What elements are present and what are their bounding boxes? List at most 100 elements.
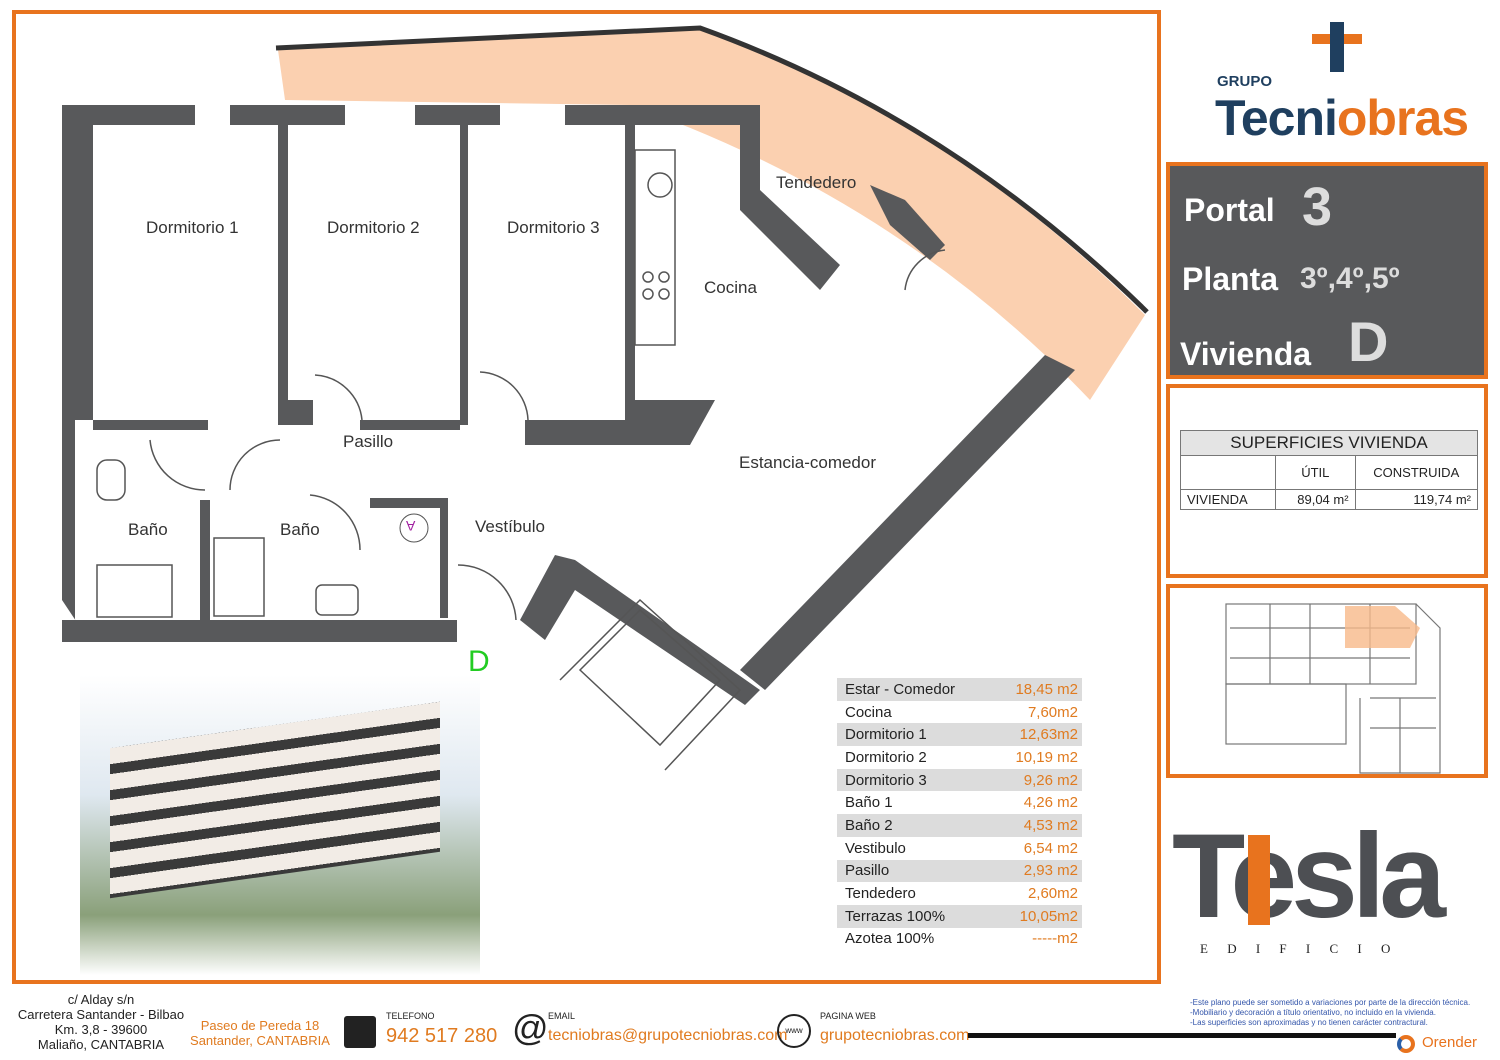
area-row: Baño 2 4,53 m2: [837, 814, 1082, 837]
unit-info-box: Portal 3 Planta 3º,4º,5º Vivienda D: [1166, 162, 1488, 379]
area-value: 4,53 m2: [1023, 816, 1078, 834]
room-vestibulo: Vestíbulo: [475, 517, 545, 536]
tesla-sub: E D I F I C I O: [1200, 941, 1399, 956]
brand-name: Tecniobras: [1215, 90, 1469, 146]
vivienda-label: Vivienda: [1180, 336, 1312, 372]
room-cocina: Cocina: [704, 278, 757, 297]
area-value: 7,60m2: [1027, 703, 1078, 721]
plan-frame: [12, 10, 1161, 984]
walls: [62, 105, 1075, 705]
office-address: Paseo de Pereda 18 Santander, CANTABRIA: [190, 1018, 330, 1048]
terrace: [278, 30, 1145, 400]
entrance-mark: D: [468, 645, 490, 678]
tel-label: TELEFONO: [386, 1011, 435, 1021]
brand-name-b: obras: [1336, 90, 1469, 146]
phone-icon: [344, 1016, 376, 1048]
area-value: 4,26 m2: [1023, 794, 1078, 812]
addr-line: Km. 3,8 - 39600: [54, 1022, 148, 1037]
disclaimer: -Este plano puede ser sometido a variaci…: [1190, 998, 1470, 1028]
portal-label: Portal: [1184, 192, 1275, 228]
area-name: Cocina: [845, 703, 892, 721]
col-util: ÚTIL: [1275, 455, 1356, 490]
address: c/ Alday s/n Carretera Santander - Bilba…: [15, 992, 187, 1052]
email-icon: @: [512, 1007, 549, 1048]
room-dormitorio-3: Dormitorio 3: [507, 218, 600, 237]
area-value: 6,54 m2: [1023, 839, 1078, 857]
vivienda-value: D: [1348, 310, 1389, 373]
room-dormitorio-1: Dormitorio 1: [146, 218, 239, 237]
key-plan: [1225, 603, 1441, 774]
area-value: -----m2: [1032, 930, 1078, 948]
room-bano-1: Baño: [128, 520, 168, 539]
area-name: Terrazas 100%: [845, 907, 946, 925]
tel-value[interactable]: 942 517 280: [386, 1025, 498, 1047]
area-name: Pasillo: [845, 862, 890, 880]
construida-value: 119,74 m²: [1354, 489, 1479, 510]
area-row: Terrazas 100% 10,05m2: [837, 904, 1082, 928]
building-render-image: [80, 675, 480, 975]
key-plan-box: [1166, 584, 1488, 778]
util-value: 89,04 m²: [1275, 489, 1356, 510]
area-name: Tendedero: [845, 885, 916, 903]
room-dormitorio-2: Dormitorio 2: [327, 218, 420, 237]
area-row: Cocina 7,60m2: [837, 701, 1082, 724]
area-value: 2,60m2: [1027, 885, 1078, 903]
tesla-logo-accent: [1248, 835, 1270, 925]
area-name: Baño 1: [845, 794, 893, 812]
planta-label: Planta: [1182, 261, 1279, 297]
area-row: Azotea 100% -----m2: [837, 928, 1082, 951]
area-value: 10,05m2: [1019, 907, 1078, 925]
office-line: Paseo de Pereda 18: [200, 1018, 320, 1033]
addr-line: Maliaño, CANTABRIA: [37, 1037, 165, 1052]
tecniobras-logo-icon: [1312, 22, 1362, 72]
note: -Este plano puede ser sometido a variaci…: [1190, 998, 1471, 1007]
area-value: 10,19 m2: [1015, 748, 1078, 766]
row-vivienda: VIVIENDA: [1180, 489, 1276, 510]
note: -Las superficies son aproximadas y no ti…: [1190, 1018, 1428, 1027]
installation-circle: [399, 513, 429, 543]
area-name: Dormitorio 1: [845, 726, 927, 744]
area-row: Estar - Comedor 18,45 m2: [837, 678, 1082, 701]
surface-box: [1166, 384, 1488, 578]
surface-title: SUPERFICIES VIVIENDA: [1180, 430, 1478, 456]
area-value: 18,45 m2: [1015, 680, 1078, 698]
email-label: EMAIL: [548, 1011, 576, 1021]
area-row: Dormitorio 3 9,26 m2: [837, 768, 1082, 792]
room-tendedero: Tendedero: [776, 173, 857, 192]
web-label: PAGINA WEB: [820, 1011, 876, 1021]
area-value: 12,63m2: [1019, 726, 1078, 744]
footer-rule: [968, 1033, 1396, 1038]
area-row: Tendedero 2,60m2: [837, 882, 1082, 905]
area-value: 2,93 m2: [1023, 862, 1078, 880]
area-row: Dormitorio 2 10,19 m2: [837, 746, 1082, 769]
planta-value: 3º,4º,5º: [1300, 262, 1400, 295]
web-value[interactable]: grupotecniobras.com: [820, 1027, 970, 1044]
area-name: Baño 2: [845, 816, 893, 834]
area-name: Azotea 100%: [845, 930, 935, 948]
email-value[interactable]: tecniobras@grupotecniobras.com: [548, 1027, 788, 1044]
area-row: Pasillo 2,93 m2: [837, 859, 1082, 883]
office-line: Santander, CANTABRIA: [190, 1033, 330, 1048]
addr-line: c/ Alday s/n: [67, 992, 135, 1007]
terrace-edge: [275, 25, 1149, 314]
area-value: 9,26 m2: [1023, 771, 1078, 789]
area-row: Baño 1 4,26 m2: [837, 791, 1082, 814]
area-name: Dormitorio 3: [845, 771, 927, 789]
web-icon: www: [777, 1014, 811, 1048]
brand-group: GRUPO: [1217, 73, 1273, 90]
installation-mark: A: [406, 518, 416, 534]
addr-line: Carretera Santander - Bilbao: [17, 1007, 185, 1022]
note: -Mobiliario y decoración a título orient…: [1190, 1008, 1436, 1017]
area-name: Dormitorio 2: [845, 748, 927, 766]
area-row: Dormitorio 1 12,63m2: [837, 723, 1082, 747]
col-construida: CONSTRUIDA: [1354, 455, 1479, 490]
room-pasillo: Pasillo: [343, 432, 394, 451]
tesla-logo: Tesla: [1172, 809, 1446, 943]
area-name: Estar - Comedor: [845, 680, 956, 698]
portal-value: 3: [1302, 177, 1333, 237]
brand-name-a: Tecni: [1215, 90, 1338, 146]
floor-plan: [62, 25, 1149, 771]
